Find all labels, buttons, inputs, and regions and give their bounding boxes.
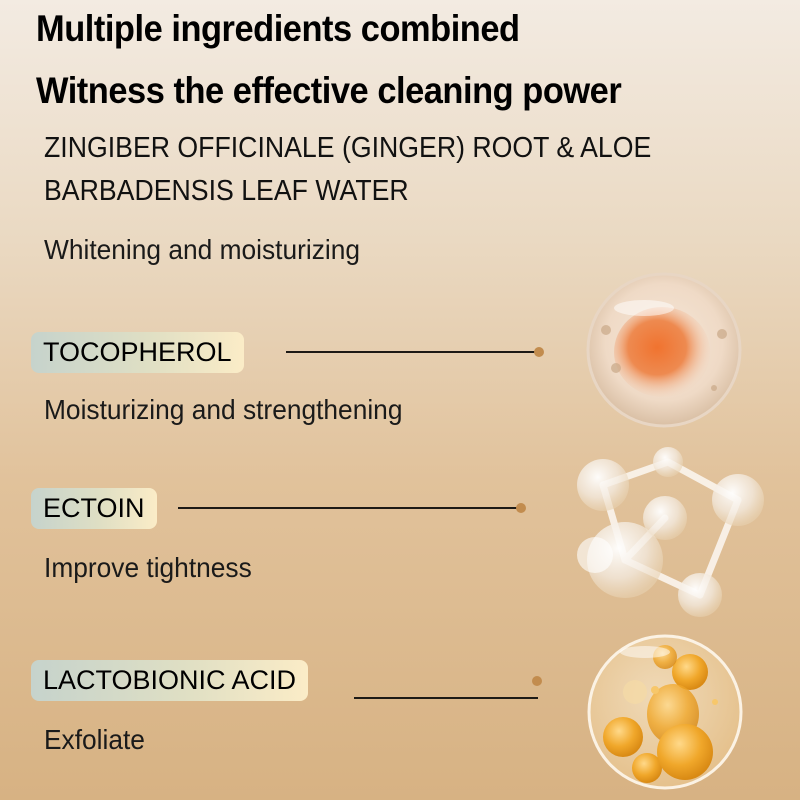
headline-line-1: Multiple ingredients combined bbox=[36, 8, 520, 49]
connector-line bbox=[178, 507, 522, 509]
connector-dot bbox=[532, 676, 542, 686]
ingredient-benefit: Exfoliate bbox=[44, 724, 145, 755]
ingredient-label-pill: LACTOBIONIC ACID bbox=[31, 660, 309, 701]
molecule-structure-icon bbox=[577, 447, 764, 617]
ingredient-name-line-1: ZINGIBER OFFICINALE (GINGER) ROOT & ALOE bbox=[44, 132, 652, 164]
ingredient-benefit: Whitening and moisturizing bbox=[44, 234, 361, 265]
connector-line bbox=[354, 697, 538, 699]
golden-oil-bubble-sphere-icon bbox=[587, 634, 743, 790]
ingredient-label-pill: ECTOIN bbox=[31, 488, 157, 529]
ingredient-name-line-2: BARBADENSIS LEAF WATER bbox=[44, 175, 409, 207]
connector-line bbox=[286, 351, 536, 353]
ingredient-label-pill: TOCOPHEROL bbox=[31, 332, 244, 373]
orange-cell-sphere-icon bbox=[586, 272, 742, 428]
ingredient-benefit: Improve tightness bbox=[44, 552, 252, 583]
ingredient-benefit: Moisturizing and strengthening bbox=[44, 394, 403, 425]
connector-dot bbox=[516, 503, 526, 513]
connector-dot bbox=[534, 347, 544, 357]
headline-line-2: Witness the effective cleaning power bbox=[36, 70, 622, 111]
